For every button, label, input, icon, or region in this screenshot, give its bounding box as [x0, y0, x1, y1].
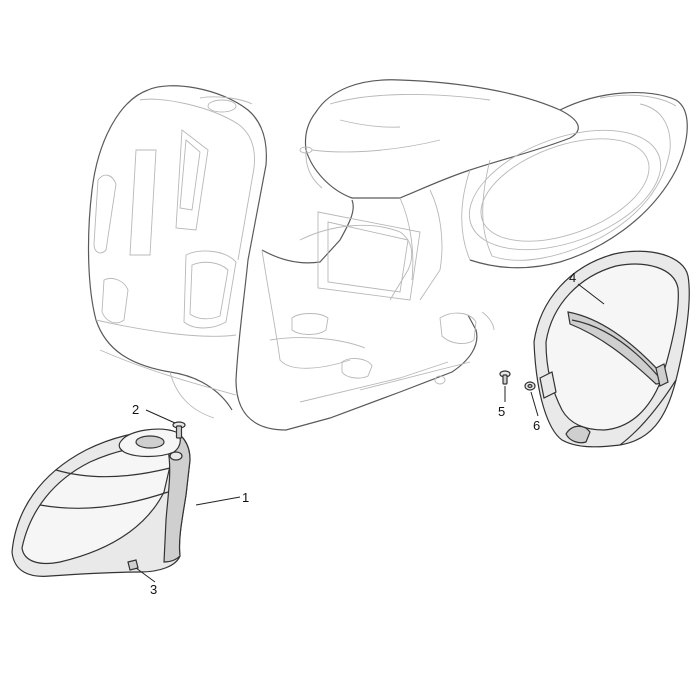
callout-2: 2 [132, 402, 139, 417]
leader-line-3 [135, 567, 156, 583]
callout-4: 4 [569, 270, 576, 285]
mudguard-screw [499, 370, 511, 385]
leader-line-6 [530, 391, 539, 417]
callout-1: 1 [242, 490, 249, 505]
callout-5: 5 [498, 404, 505, 419]
leader-line-2 [145, 409, 176, 424]
mudguard-washer [524, 371, 557, 399]
leader-lines [135, 283, 605, 583]
scooter-body-outline [87, 79, 688, 431]
front-fender [11, 428, 191, 577]
leader-line-1 [195, 496, 241, 506]
callout-labels: 1 2 3 4 5 6 [132, 270, 576, 597]
callout-3: 3 [150, 582, 157, 597]
front-fender-screw [172, 421, 186, 439]
leader-line-4 [577, 283, 605, 305]
rear-mudguard [533, 250, 690, 448]
front-fender-clip [127, 559, 139, 571]
callout-6: 6 [533, 418, 540, 433]
